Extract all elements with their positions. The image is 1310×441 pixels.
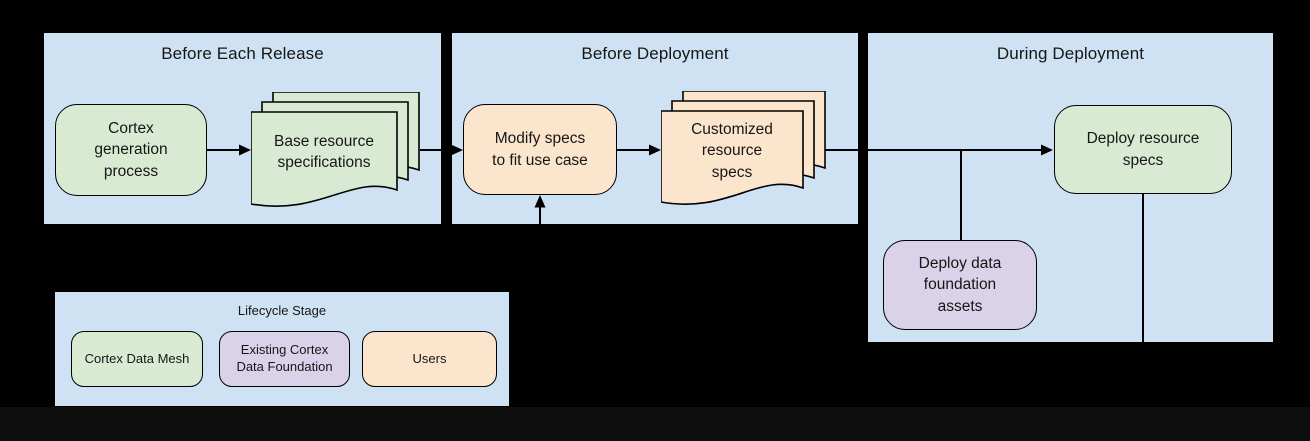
node-label-customized-resource: Customized resource specs xyxy=(691,120,773,181)
legend-item-cortex-data-mesh: Cortex Data Mesh xyxy=(71,331,203,387)
node-cortex-generation-process: Cortex generation process xyxy=(55,104,207,196)
panel-title-during-deployment: During Deployment xyxy=(996,44,1145,63)
node-base-resource-specifications: Base resource specifications xyxy=(251,92,421,212)
panel-title-before-deployment: Before Deployment xyxy=(581,44,729,63)
node-label-base-resource: Base resource specifications xyxy=(274,132,374,171)
legend-lifecycle-stage: Lifecycle Stage Cortex Data Mesh Existin… xyxy=(55,292,509,406)
node-deploy-data-foundation-assets: Deploy data foundation assets xyxy=(883,240,1037,330)
node-deploy-resource-specs: Deploy resource specs xyxy=(1054,105,1232,194)
node-customized-resource-specs: Customized resource specs xyxy=(661,91,828,211)
document-shape-front xyxy=(661,110,804,205)
legend-item-existing-cortex-data-foundation: Existing Cortex Data Foundation xyxy=(219,331,350,387)
node-modify-specs: Modify specs to fit use case xyxy=(463,104,617,195)
document-shape-front xyxy=(251,111,398,207)
legend-title: Lifecycle Stage xyxy=(237,303,327,318)
bottom-strip xyxy=(0,407,1310,441)
legend-item-users: Users xyxy=(362,331,497,387)
panel-title-before-each-release: Before Each Release xyxy=(161,44,324,63)
